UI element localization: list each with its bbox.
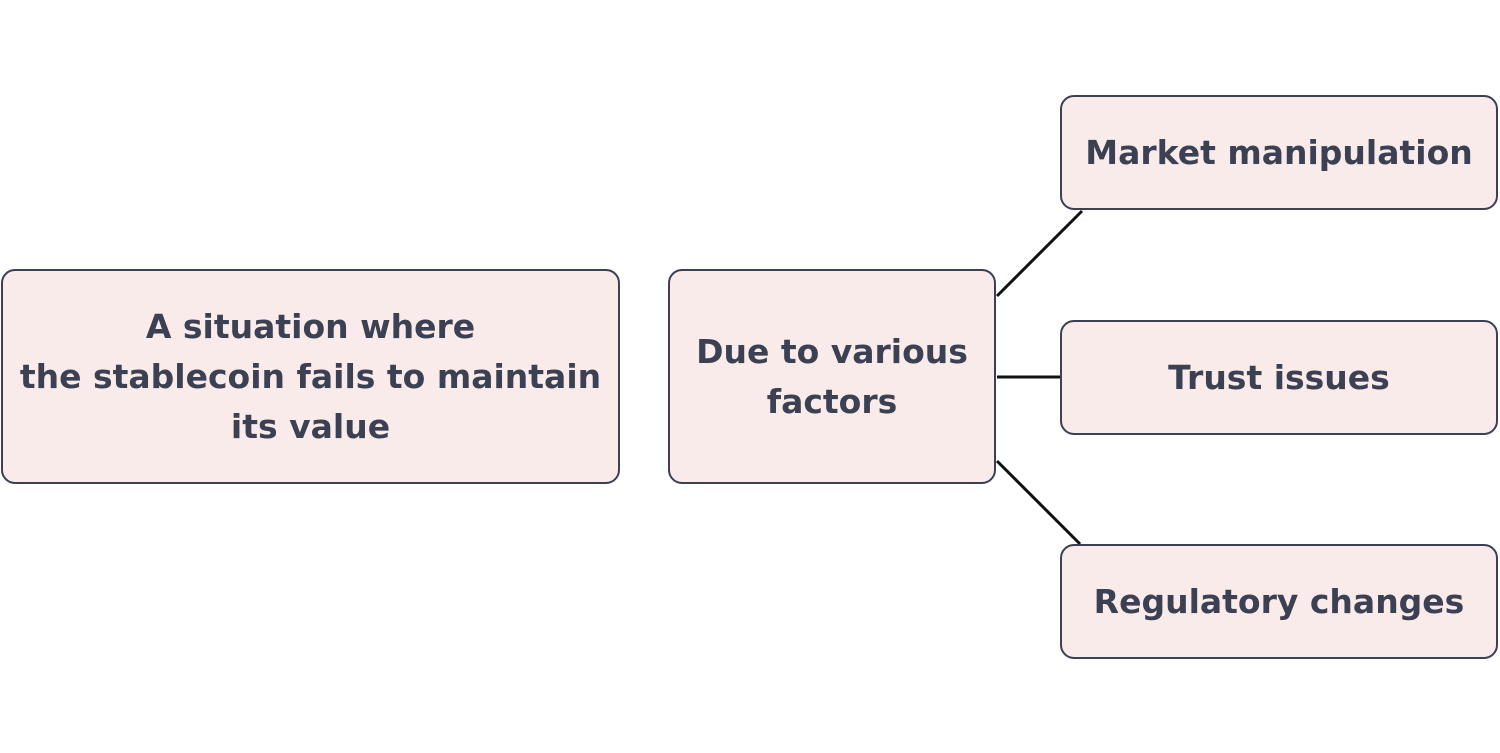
node-trust-issues-label: Trust issues (1168, 357, 1390, 397)
node-cause: Due to various factors (668, 269, 996, 484)
node-trust-issues: Trust issues (1060, 320, 1498, 435)
node-market-manipulation-label: Market manipulation (1085, 132, 1473, 172)
connector-cause-to-market (995, 209, 1084, 298)
node-regulatory-changes-label: Regulatory changes (1093, 581, 1465, 621)
node-market-manipulation: Market manipulation (1060, 95, 1498, 210)
node-cause-label: Due to various factors (696, 331, 968, 421)
node-regulatory-changes: Regulatory changes (1060, 544, 1498, 659)
connector-cause-to-regulatory (995, 459, 1082, 546)
node-definition-label: A situation where the stablecoin fails t… (19, 306, 602, 446)
node-definition: A situation where the stablecoin fails t… (1, 269, 620, 484)
